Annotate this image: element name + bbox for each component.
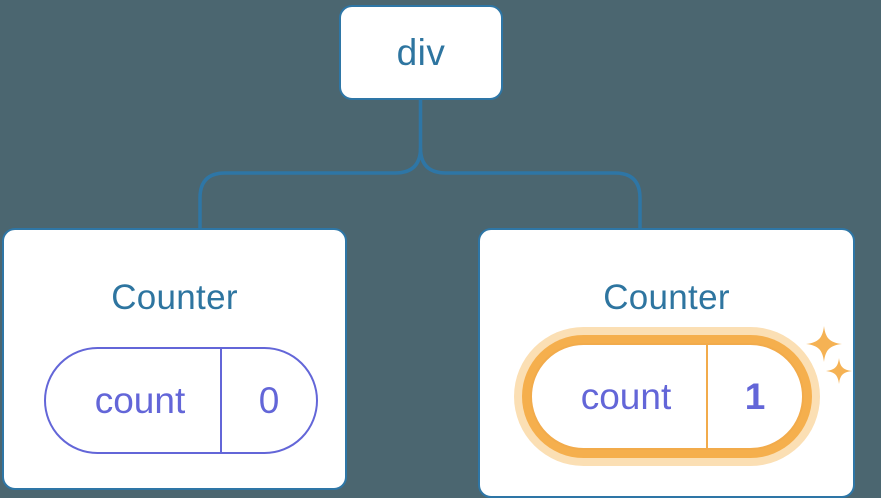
state-pill-left-wrapper: count 0 (44, 347, 318, 454)
state-pill-left-key: count (94, 380, 186, 421)
state-pill-left-value: 0 (220, 349, 316, 452)
state-pill-right-value: 1 (706, 345, 802, 448)
edge-to-counter-left (198, 147, 423, 230)
state-pill-right[interactable]: count 1 (530, 343, 804, 450)
node-counter-left[interactable]: Counter count 0 (2, 228, 347, 490)
state-pill-right-wrapper: count 1 (522, 335, 812, 458)
node-counter-right[interactable]: Counter count 1 (478, 228, 855, 498)
state-pill-right-key: count (580, 376, 672, 417)
state-pill-left[interactable]: count 0 (44, 347, 318, 454)
node-div[interactable]: div (339, 5, 503, 100)
node-div-label: div (396, 32, 446, 73)
edge-to-counter-right (418, 147, 642, 230)
node-counter-left-title: Counter (111, 278, 238, 317)
node-counter-right-title: Counter (603, 278, 730, 317)
